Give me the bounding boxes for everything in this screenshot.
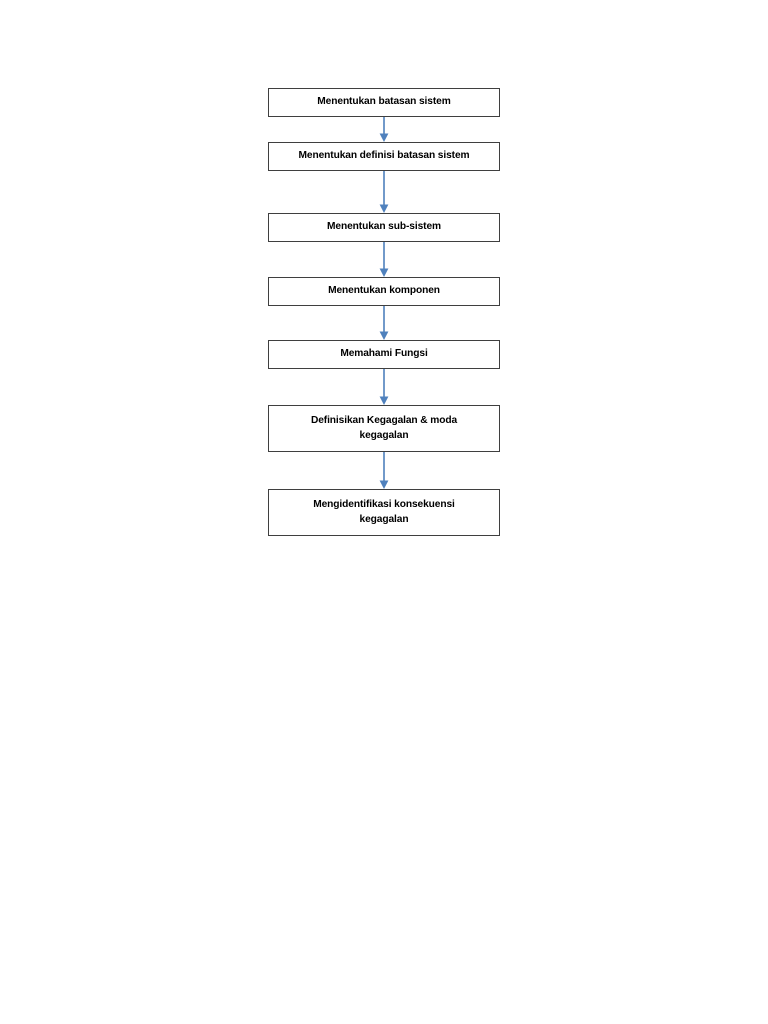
flow-connector-4 [268, 306, 500, 340]
flow-node-2-label: Menentukan definisi batasan sistem [298, 150, 470, 162]
flow-node-7[interactable]: Mengidentifikasi konsekuensi kegagalan [268, 489, 500, 536]
flow-connector-3 [268, 242, 500, 277]
flowchart-diagram: Menentukan batasan sistem Menentukan def… [268, 88, 500, 536]
flow-node-7-label: Mengidentifikasi konsekuensi kegagalan [313, 499, 455, 525]
flow-node-6[interactable]: Definisikan Kegagalan & moda kegagalan [268, 405, 500, 452]
down-arrow-icon [379, 242, 389, 277]
flow-node-4[interactable]: Menentukan komponen [268, 277, 500, 306]
down-arrow-icon [379, 452, 389, 489]
flow-connector-6 [268, 452, 500, 489]
flow-node-2[interactable]: Menentukan definisi batasan sistem [268, 142, 500, 171]
flow-node-4-label: Menentukan komponen [328, 285, 440, 297]
flow-connector-2 [268, 171, 500, 213]
flow-node-6-label: Definisikan Kegagalan & moda kegagalan [310, 415, 458, 441]
flow-node-3[interactable]: Menentukan sub-sistem [268, 213, 500, 242]
down-arrow-icon [379, 117, 389, 142]
down-arrow-icon [379, 369, 389, 405]
flow-node-5-label: Memahami Fungsi [340, 348, 428, 360]
flow-connector-1 [268, 117, 500, 142]
flow-node-1[interactable]: Menentukan batasan sistem [268, 88, 500, 117]
flow-node-1-label: Menentukan batasan sistem [317, 96, 451, 108]
flow-connector-5 [268, 369, 500, 405]
flow-node-5[interactable]: Memahami Fungsi [268, 340, 500, 369]
down-arrow-icon [379, 306, 389, 340]
flow-node-3-label: Menentukan sub-sistem [327, 221, 441, 233]
down-arrow-icon [379, 171, 389, 213]
